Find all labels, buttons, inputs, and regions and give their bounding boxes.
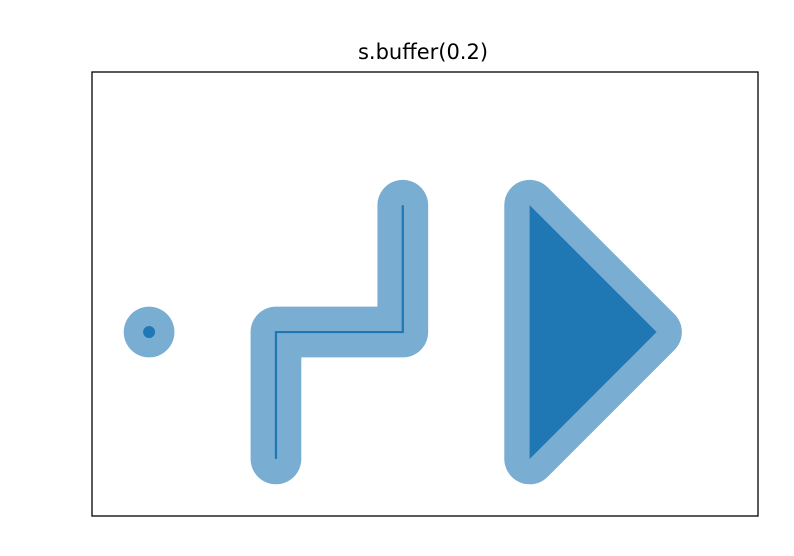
point-marker xyxy=(143,326,156,339)
axes-frame xyxy=(91,71,759,517)
geometry-layer xyxy=(143,205,657,459)
chart-title: s.buffer(0.2) xyxy=(358,40,488,64)
line-geometry xyxy=(274,205,404,459)
polygon-geometry xyxy=(529,205,657,459)
